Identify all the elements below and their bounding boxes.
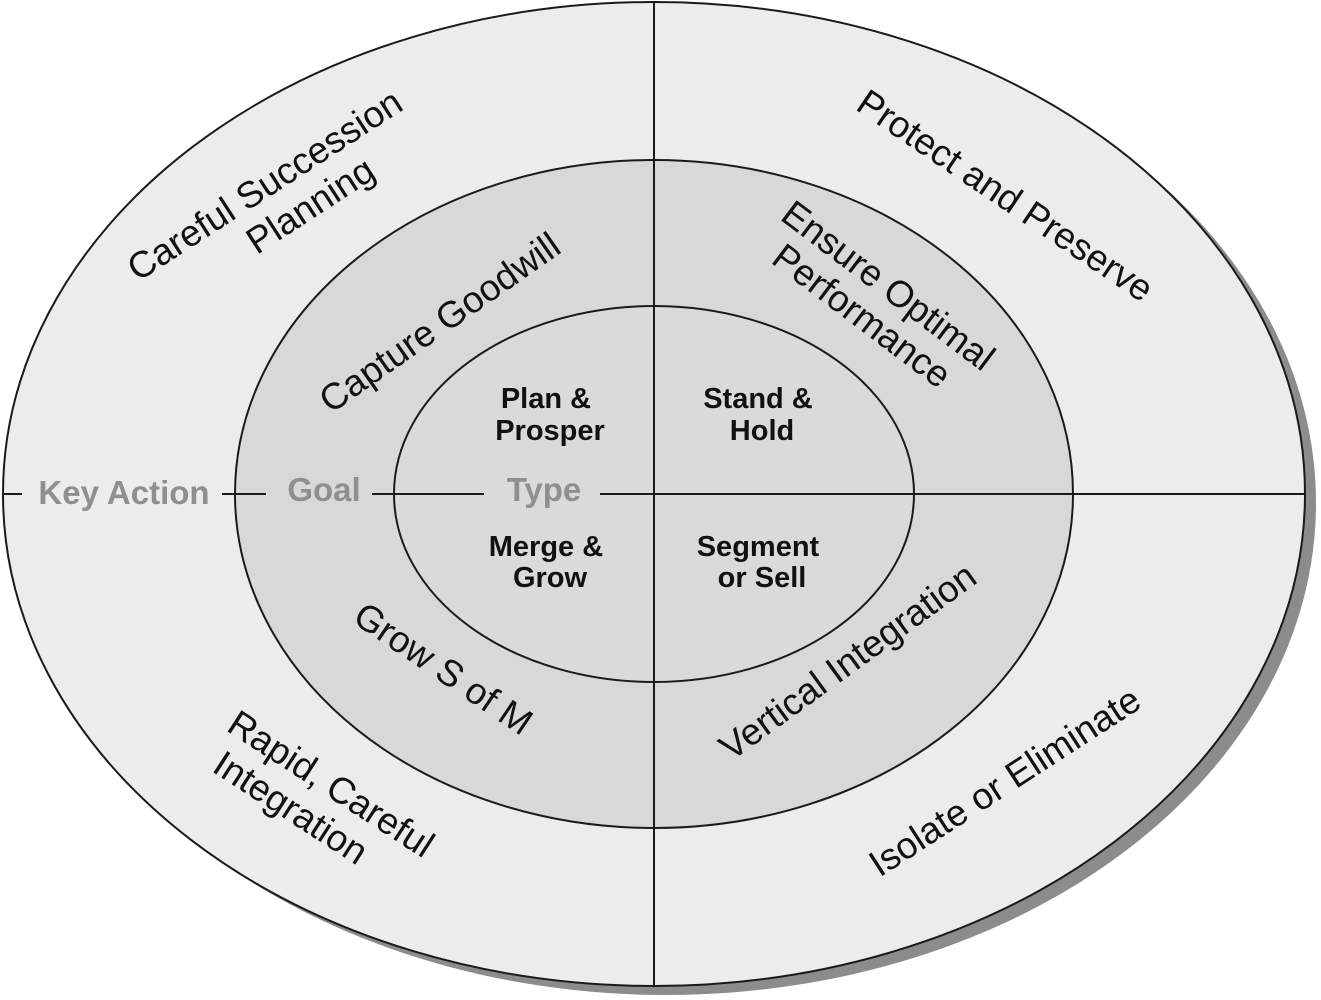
axis-label-type: Type: [507, 471, 582, 508]
type-segment-sell: Segment or Sell: [697, 531, 828, 594]
axis-label-key-action: Key Action: [38, 474, 209, 511]
type-stand-hold: Stand & Hold: [703, 383, 821, 447]
type-merge-grow: Merge & Grow: [489, 531, 611, 594]
axis-label-goal: Goal: [287, 471, 360, 508]
type-plan-prosper: Plan & Prosper: [495, 383, 605, 447]
